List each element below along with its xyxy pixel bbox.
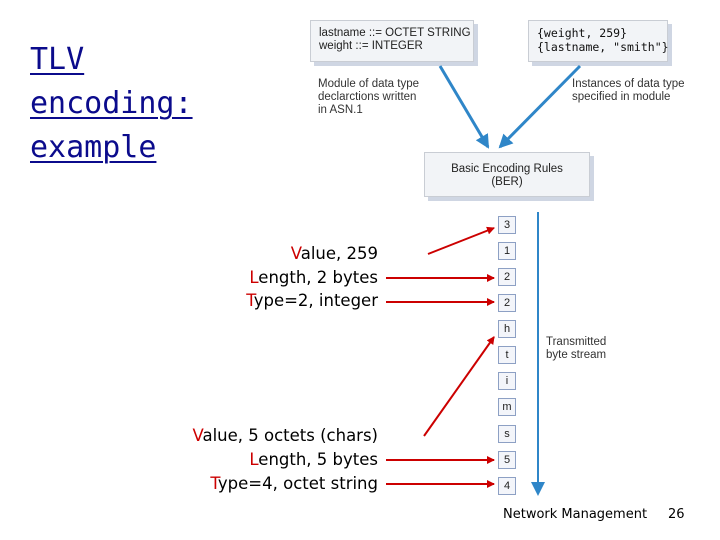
instances-caption: Instances of data type specified in modu… [572,78,685,103]
asn1-to-ber-arrow [438,65,490,149]
footer-course: Network Management [503,507,648,522]
lastname-value-arrow [423,336,495,437]
footer-page-number: 26 [668,507,685,522]
stream-cell: 3 [498,216,516,234]
stream-cell: m [498,398,516,416]
asn1-module-box: lastname ::= OCTET STRING weight ::= INT… [310,20,474,62]
lastname-type-field: Type=4, octet string [210,474,378,493]
instance-line-2: {lastname, "smith"} [537,40,669,54]
asn1-line-1: lastname ::= OCTET STRING [319,27,471,39]
stream-label: Transmitted byte stream [546,336,607,361]
title-line-2: encoding: [30,86,193,121]
stream-cell: 5 [498,451,516,469]
instances-to-ber-arrow [498,64,582,149]
stream-cell: 4 [498,477,516,495]
ber-line-2: (BER) [491,176,523,188]
stream-cell: t [498,346,516,364]
weight-value-arrow [427,226,495,255]
instances-box: {weight, 259} {lastname, "smith"} [528,20,669,62]
instance-line-1: {weight, 259} [537,26,628,40]
lastname-value-field: Value, 5 octets (chars) [192,426,378,445]
weight-value-field: Value, 259 [290,244,378,263]
asn1-caption: Module of data type declarctions written… [318,78,420,116]
stream-cell: 2 [498,294,516,312]
stream-cell: s [498,425,516,443]
ber-line-1: Basic Encoding Rules [451,163,563,175]
stream-cell: i [498,372,516,390]
title-line-3: example [30,130,157,165]
slide-title: TLV encoding: example [30,38,193,170]
lastname-length-field: Length, 5 bytes [249,450,378,469]
stream-cell: h [498,320,516,338]
asn1-line-2: weight ::= INTEGER [319,40,423,52]
ber-box: Basic Encoding Rules (BER) [424,152,590,197]
weight-length-field: Length, 2 bytes [249,268,378,287]
stream-cell: 1 [498,242,516,260]
weight-type-field: Type=2, integer [246,291,378,310]
stream-cell: 2 [498,268,516,286]
title-line-1: TLV [30,42,85,77]
